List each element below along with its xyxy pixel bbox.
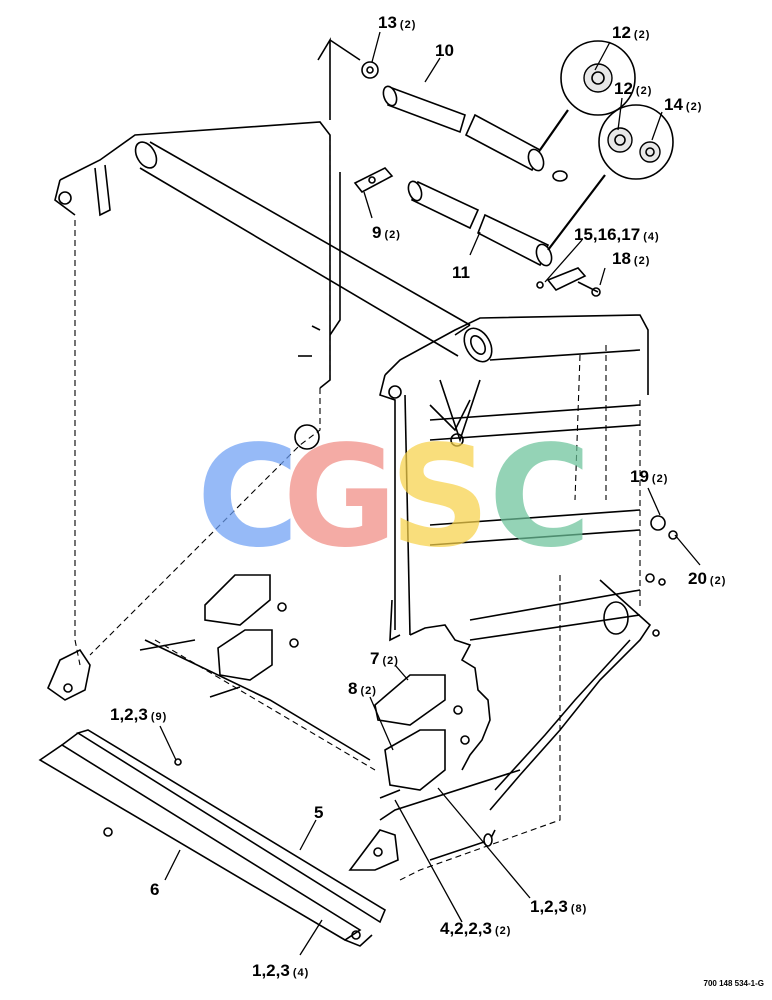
- callout-label: 12(2): [614, 79, 652, 98]
- callout-label: 18(2): [612, 249, 650, 268]
- callout-label: 11: [452, 263, 470, 282]
- callout-label: 1,2,3(9): [110, 705, 167, 724]
- right-side-panel: [348, 314, 652, 881]
- callout-label: 19(2): [630, 467, 668, 486]
- roller-assembly: [317, 37, 674, 336]
- watermark-letter: G: [283, 416, 398, 579]
- left-side-panel: [47, 121, 331, 701]
- callout-label: 1,2,3(8): [530, 897, 587, 916]
- leader-lines: [159, 31, 701, 956]
- callout-label: 4,2,2,3(2): [440, 919, 511, 938]
- callout-label: 12(2): [612, 23, 650, 42]
- figure-id: 700 148 534-1-G: [704, 979, 765, 988]
- main-cross-tube: [134, 141, 493, 363]
- callout-label: 20(2): [688, 569, 726, 588]
- callout-label: 1,2,3(4): [252, 961, 309, 980]
- callout-labels: 13(2) 10 12(2) 12(2) 14(2) 9(2) 11 15,16…: [110, 13, 726, 980]
- callout-label: 15,16,17(4): [574, 225, 660, 244]
- mount-brackets: [139, 574, 470, 799]
- side-hardware: [645, 515, 678, 637]
- watermark-letter: S: [390, 416, 491, 579]
- watermark-letter: C: [489, 416, 592, 579]
- watermark-letter: C: [197, 416, 300, 579]
- callout-label: 14(2): [664, 95, 702, 114]
- callout-label: 10: [435, 41, 454, 60]
- callout-label: 6: [150, 880, 159, 899]
- callout-label: 9(2): [372, 223, 401, 242]
- callout-label: 8(2): [348, 679, 377, 698]
- callout-label: 5: [314, 803, 323, 822]
- angle-bars: [38, 729, 387, 947]
- callout-label: 7(2): [370, 649, 399, 668]
- callout-label: 13(2): [378, 13, 416, 32]
